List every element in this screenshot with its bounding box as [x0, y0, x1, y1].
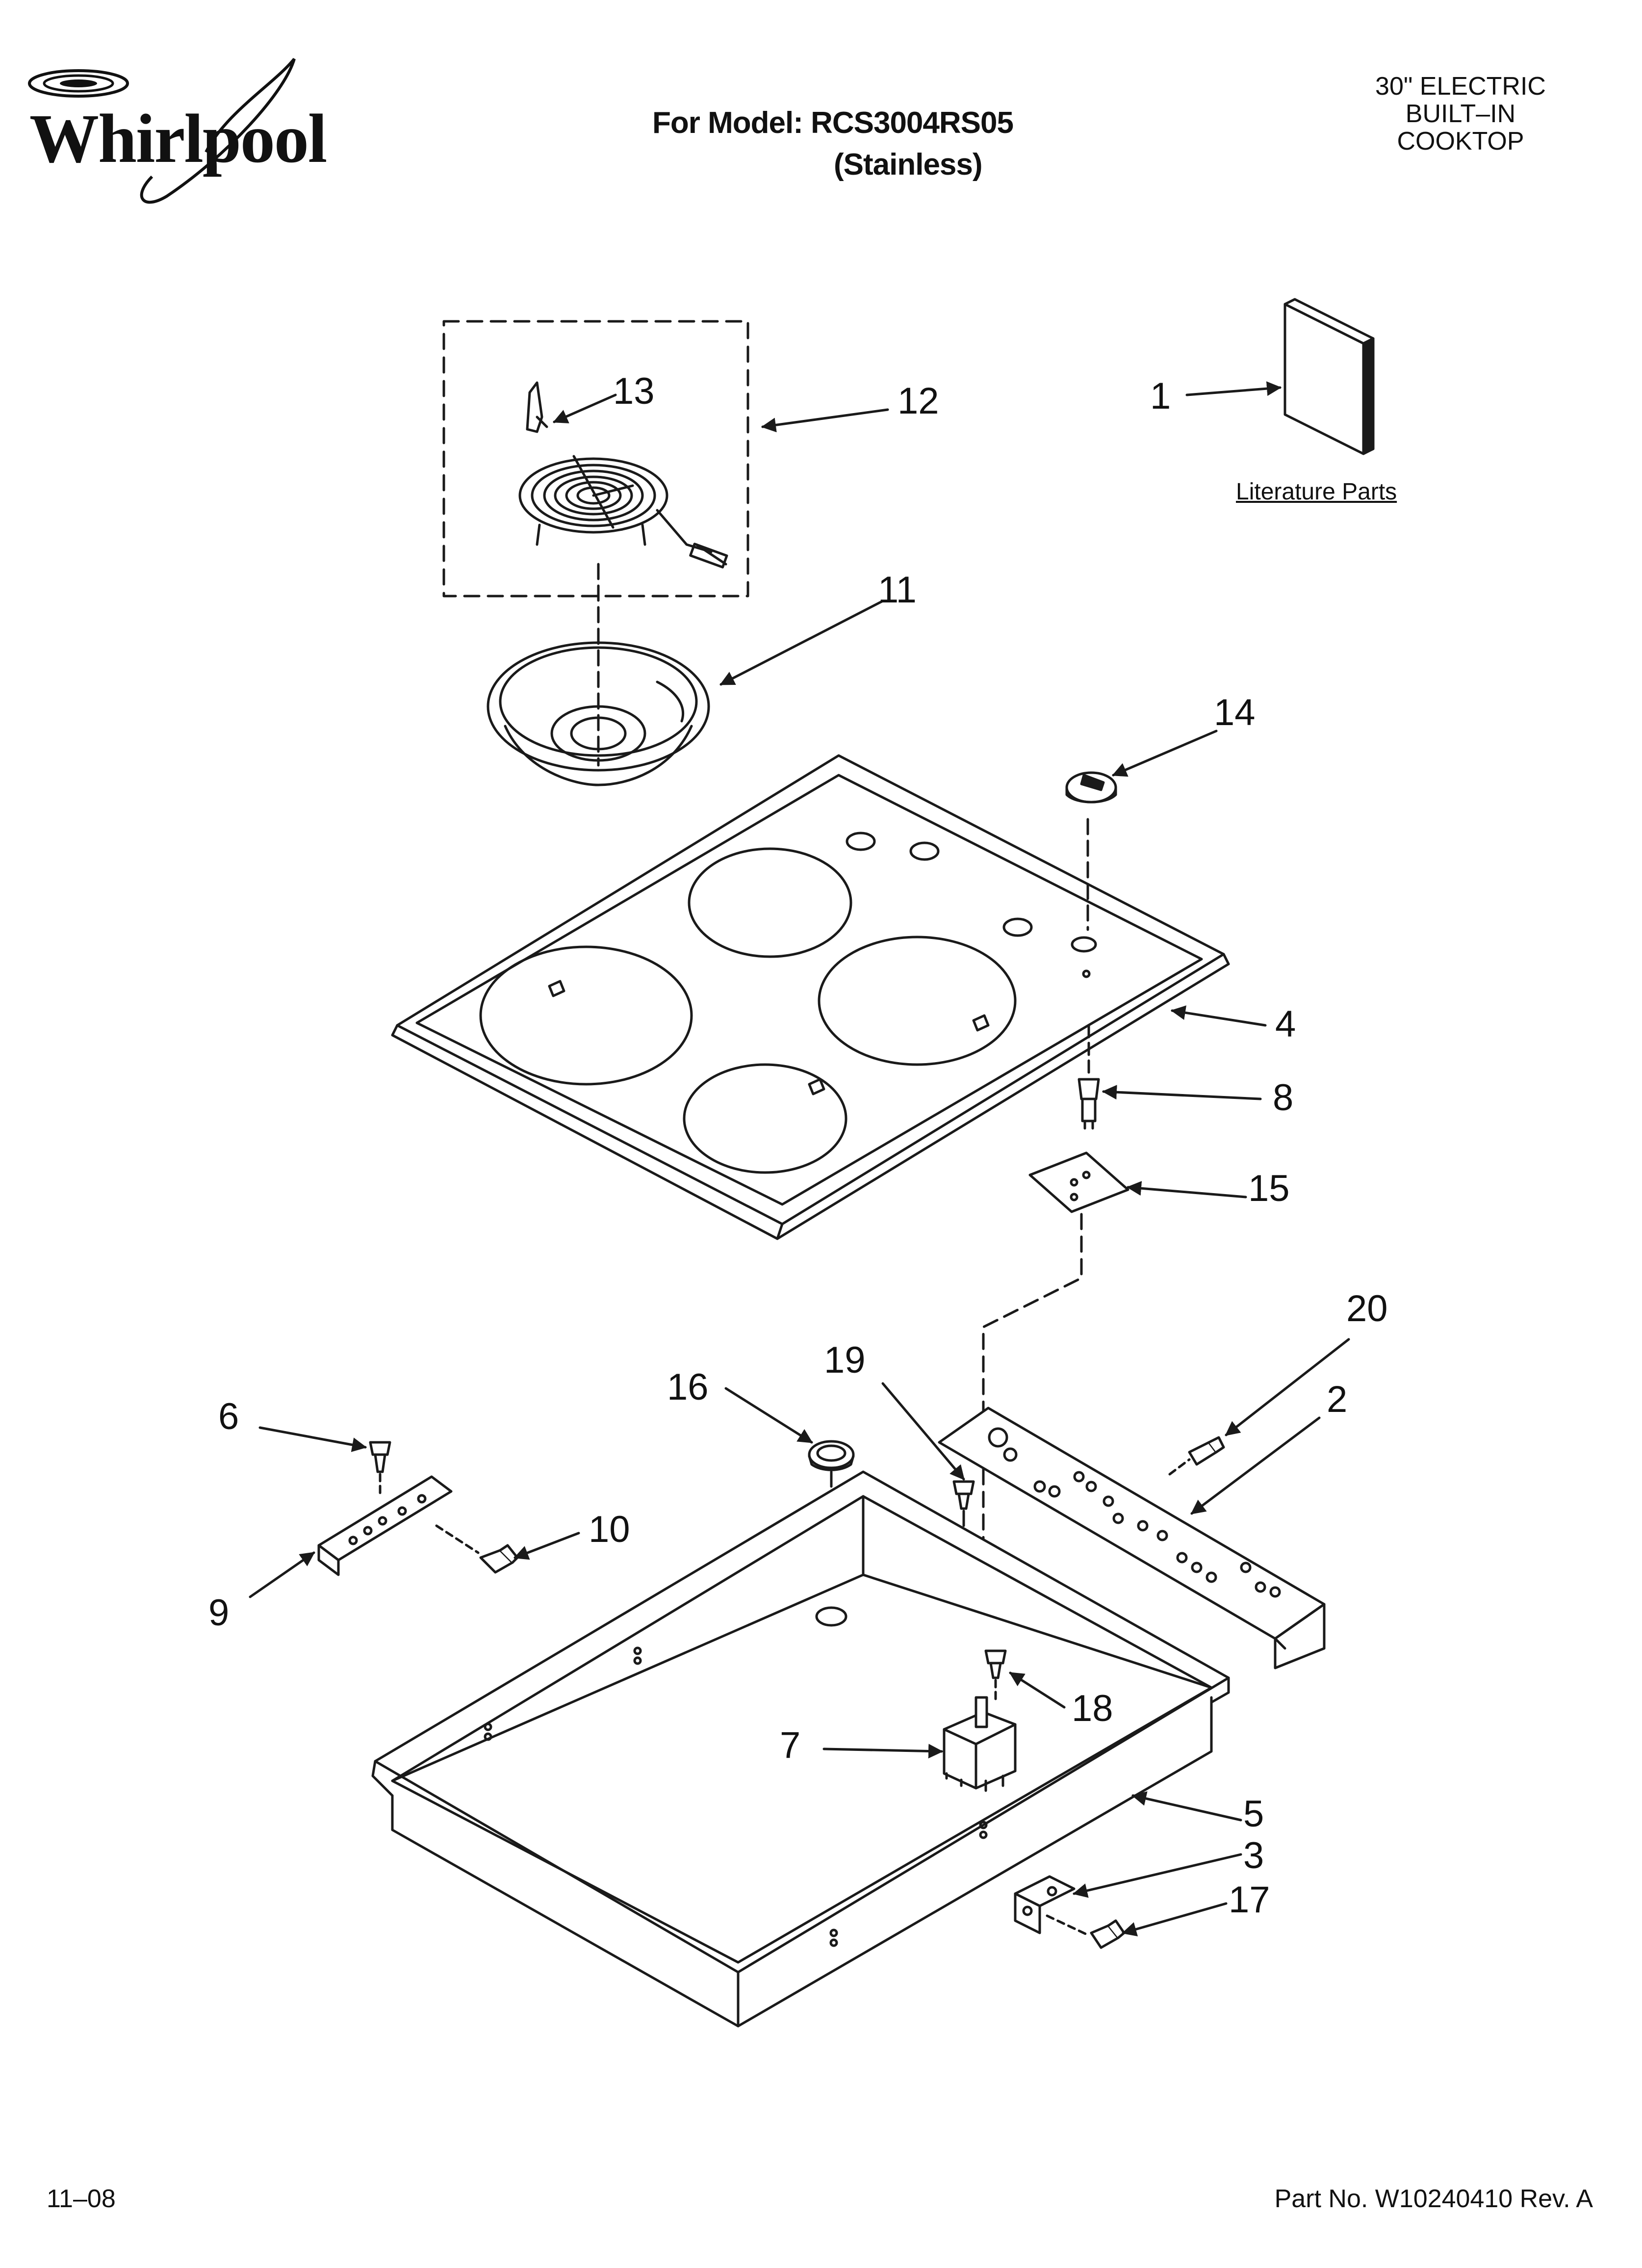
callout-19: 19 — [824, 1339, 866, 1381]
part-number: Part No. W10240410 Rev. A — [1274, 2185, 1593, 2213]
whirlpool-logo: Whirlpool — [20, 54, 334, 211]
literature-booklet — [1283, 298, 1375, 455]
callout-5: 5 — [1243, 1793, 1264, 1835]
cooktop-glass — [391, 754, 1230, 1240]
callout-17: 17 — [1229, 1879, 1270, 1921]
product-line-2: BUILT–IN — [1405, 100, 1516, 128]
callout-13: 13 — [613, 370, 655, 412]
callout-7: 7 — [780, 1724, 801, 1766]
model-variant: (Stainless) — [834, 148, 983, 182]
mounting-bracket — [317, 1475, 453, 1576]
insulator-plate — [1028, 1151, 1129, 1213]
product-line-1: 30" ELECTRIC — [1375, 72, 1546, 101]
callout-16: 16 — [667, 1366, 709, 1408]
callout-10: 10 — [589, 1509, 630, 1550]
box-bracket — [1014, 1875, 1076, 1934]
callout-8: 8 — [1273, 1077, 1294, 1119]
callout-9: 9 — [208, 1592, 230, 1634]
whirlpool-swirl-icon — [28, 58, 296, 204]
product-description: 30" ELECTRIC BUILT–IN COOKTOP — [1333, 73, 1588, 155]
product-line-3: COOKTOP — [1397, 127, 1524, 156]
screw-10 — [479, 1544, 519, 1574]
callout-12: 12 — [898, 380, 939, 422]
surface-element-assembly — [442, 320, 749, 598]
model-title: For Model: RCS3004RS05 — [652, 106, 1014, 140]
callout-11: 11 — [878, 569, 917, 611]
screw-18 — [984, 1649, 1007, 1679]
callout-18: 18 — [1072, 1688, 1113, 1729]
infinite-switch — [943, 1696, 1017, 1792]
date-code: 11–08 — [47, 2185, 116, 2213]
screw-20 — [1188, 1436, 1225, 1466]
control-bracket — [938, 1407, 1326, 1669]
screw-17 — [1090, 1919, 1126, 1949]
callout-1: 1 — [1150, 375, 1171, 417]
screw-19 — [952, 1480, 975, 1510]
callout-15: 15 — [1248, 1168, 1290, 1209]
callout-2: 2 — [1327, 1379, 1348, 1420]
literature-parts-label: Literature Parts — [1236, 479, 1397, 505]
callout-20: 20 — [1346, 1288, 1388, 1330]
callout-6: 6 — [218, 1396, 239, 1437]
control-knob — [1065, 771, 1117, 804]
brand-wordmark: Whirlpool — [29, 100, 327, 177]
indicator-light — [1078, 1078, 1100, 1130]
grommet — [808, 1440, 855, 1471]
callout-3: 3 — [1243, 1835, 1264, 1877]
callout-4: 4 — [1275, 1003, 1296, 1045]
leader-lines — [249, 381, 1350, 1937]
callout-14: 14 — [1214, 692, 1256, 733]
screw-6 — [369, 1441, 391, 1473]
burner-box — [371, 1470, 1230, 2028]
